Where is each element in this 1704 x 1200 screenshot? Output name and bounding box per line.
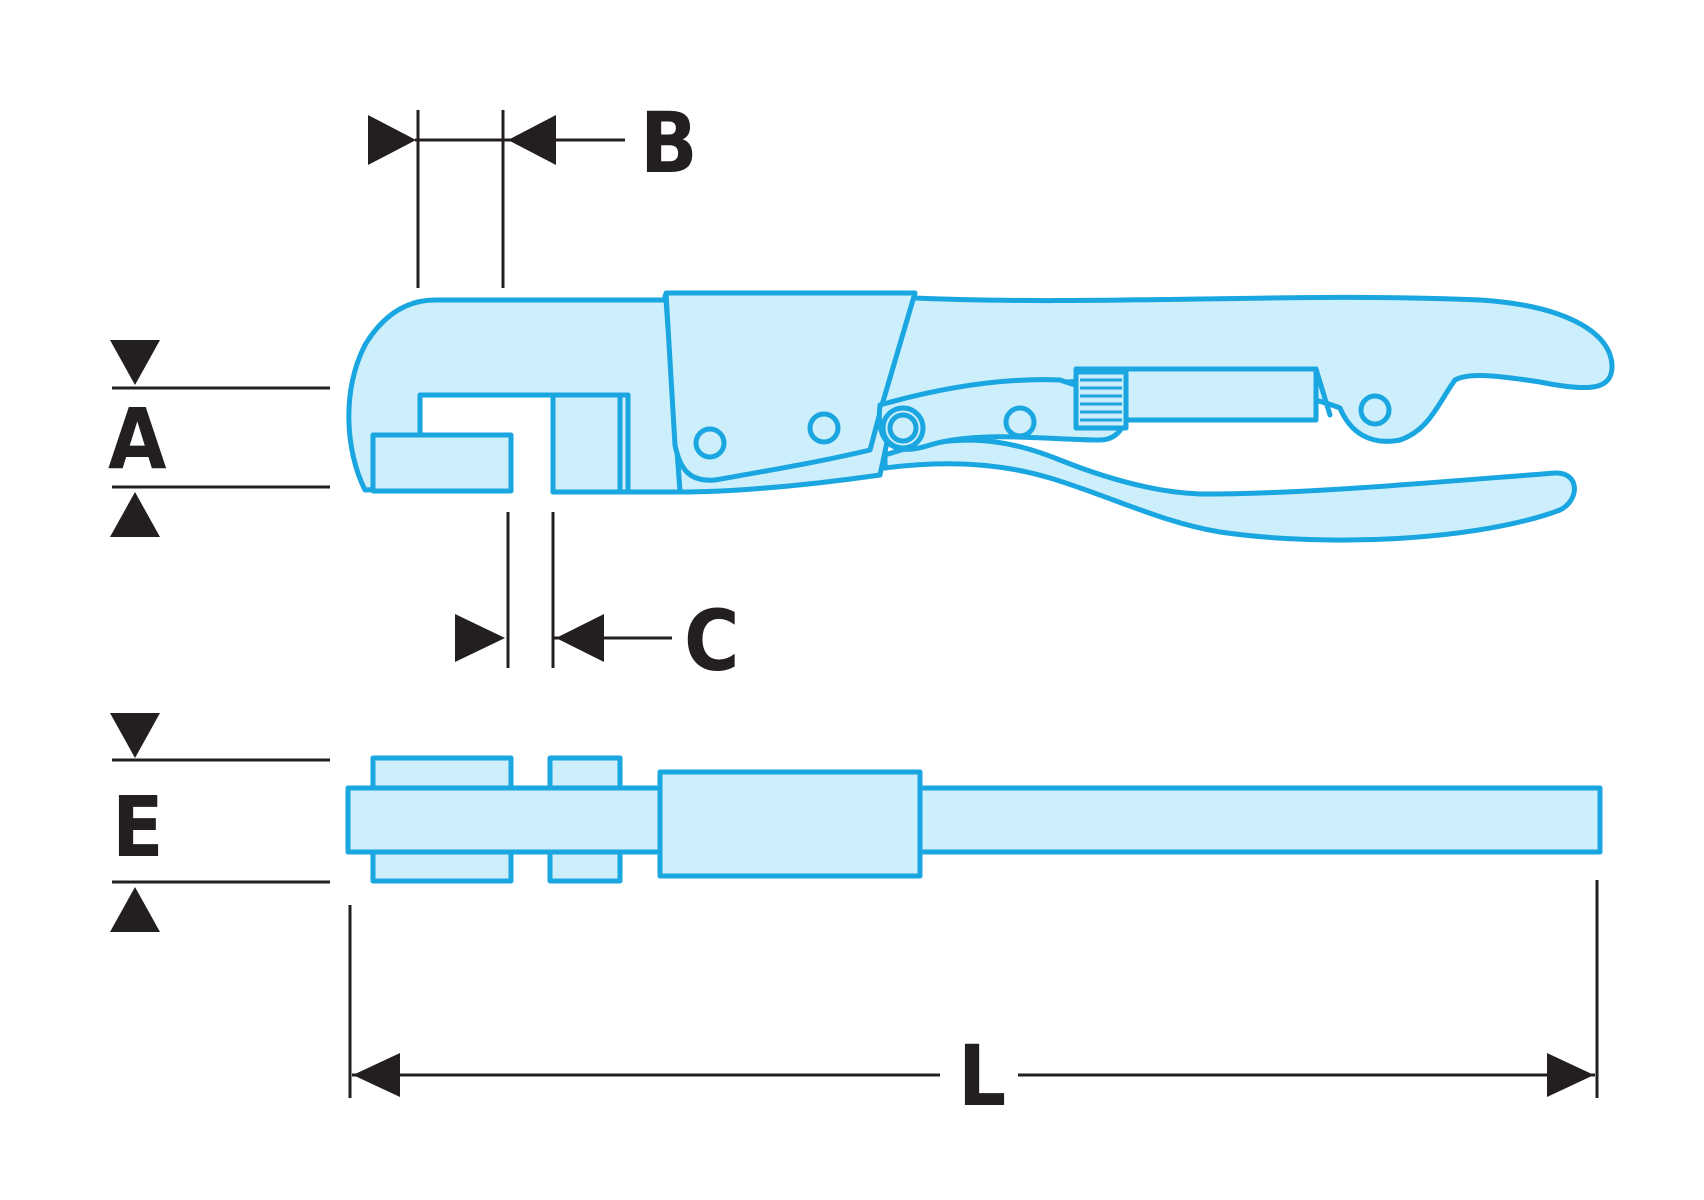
dimension-c: C: [455, 512, 739, 690]
arrow-a-bottom: [110, 492, 160, 537]
top-shaft: [345, 785, 1603, 855]
arrow-l-left: [353, 1053, 400, 1097]
arrow-b-right: [508, 115, 556, 165]
dimension-b: B: [368, 94, 698, 288]
wrench-top-view: [345, 755, 1603, 884]
label-c: C: [684, 592, 739, 690]
arrow-b-left: [368, 115, 416, 165]
rivet-4: [1003, 405, 1037, 439]
jaw-shank: [550, 392, 631, 495]
body-plate: [663, 290, 918, 483]
rivet-5: [1358, 393, 1392, 427]
rivet-3-inner: [887, 412, 919, 444]
lower-jaw-insert: [370, 432, 514, 494]
rivet-1: [693, 426, 727, 460]
lower-handle: [882, 437, 1577, 543]
wrench-side-view: [346, 290, 1615, 543]
label-b: B: [640, 94, 698, 192]
arrow-e-bottom: [110, 887, 160, 932]
top-body-block: [657, 769, 923, 879]
knurl-lines: [1080, 378, 1122, 422]
arrow-c-left: [455, 614, 505, 662]
arrow-a-top: [110, 340, 160, 385]
label-a: A: [108, 390, 167, 488]
dimension-l: L: [348, 880, 1599, 1125]
label-e: E: [112, 778, 164, 876]
label-l: L: [958, 1027, 1006, 1125]
dimension-e: E: [110, 713, 330, 932]
dimension-a: A: [108, 340, 330, 537]
arrow-c-right: [556, 614, 604, 662]
arrow-l-right: [1547, 1053, 1594, 1097]
arrow-e-top: [110, 713, 160, 758]
rivet-2: [807, 411, 841, 445]
